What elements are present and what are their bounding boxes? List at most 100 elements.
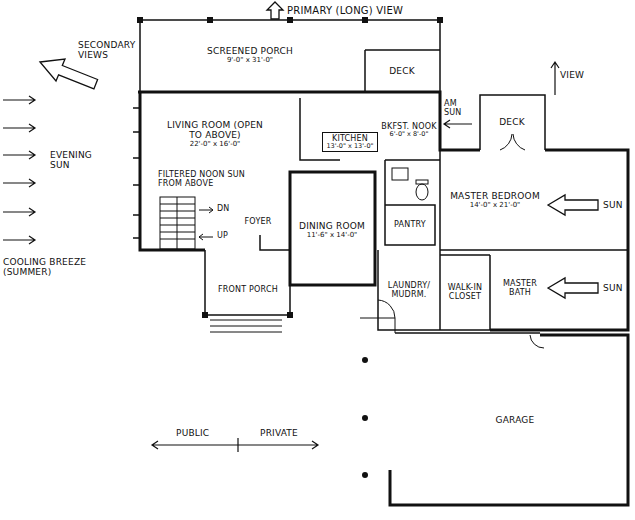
porch-post bbox=[362, 17, 368, 23]
room-label: DECK bbox=[499, 117, 525, 127]
annotation: PRIVATE bbox=[260, 428, 298, 438]
room-label: MASTER BATH bbox=[494, 279, 546, 297]
room-name: LIVING ROOM (OPEN TO ABOVE) bbox=[160, 120, 270, 141]
stair bbox=[160, 197, 213, 249]
sun-arrow bbox=[3, 208, 35, 216]
annotation: DN bbox=[217, 204, 230, 213]
annotation: SUN bbox=[603, 200, 623, 210]
stair bbox=[160, 197, 195, 249]
room-label: SCREENED PORCH9'-0" x 31'-0" bbox=[207, 46, 293, 64]
room-name: SCREENED PORCH bbox=[207, 46, 293, 56]
room-name: KITCHEN bbox=[326, 134, 373, 143]
annotation: PUBLIC bbox=[176, 428, 209, 438]
door-swing bbox=[530, 335, 544, 348]
sun-arrow bbox=[3, 96, 35, 104]
room-name: FRONT PORCH bbox=[218, 285, 278, 294]
annotation: AM SUN bbox=[444, 99, 470, 117]
room-label: LAUNDRY/ MUDRM. bbox=[380, 281, 438, 299]
room-name: BKFST. NOOK bbox=[381, 122, 436, 131]
annotation: EVENING SUN bbox=[50, 150, 102, 171]
sun-arrow bbox=[3, 124, 35, 132]
room-label: MASTER BEDROOM14'-0" x 21'-0" bbox=[450, 191, 540, 209]
view-arrow bbox=[548, 278, 598, 298]
view-arrow bbox=[548, 195, 598, 215]
room-dimension: 6'-0" x 8'-0" bbox=[381, 131, 436, 138]
annotation: UP bbox=[217, 231, 228, 240]
room-name: LAUNDRY/ MUDRM. bbox=[380, 281, 438, 299]
sun-arrow bbox=[551, 62, 559, 95]
annotation: PRIMARY (LONG) VIEW bbox=[287, 5, 403, 17]
front-steps bbox=[210, 320, 282, 332]
room-dimension: 14'-0" x 21'-0" bbox=[450, 201, 540, 209]
interior-wall bbox=[385, 160, 440, 245]
room-name: PANTRY bbox=[394, 220, 426, 229]
sun-arrow bbox=[3, 179, 35, 187]
room-label: GARAGE bbox=[496, 415, 535, 425]
room-name: WALK-IN CLOSET bbox=[442, 283, 488, 301]
room-name: DINING ROOM bbox=[299, 221, 365, 231]
exterior-wall bbox=[390, 335, 628, 505]
interior-wall bbox=[395, 332, 540, 334]
room-label: FOYER bbox=[245, 217, 272, 226]
interior-wall bbox=[440, 150, 628, 330]
sun-arrow bbox=[3, 62, 559, 452]
sun-arrow bbox=[444, 120, 472, 128]
room-dimension: 22'-0" x 16'-0" bbox=[160, 140, 270, 148]
room-label: LIVING ROOM (OPEN TO ABOVE)22'-0" x 16'-… bbox=[160, 120, 270, 149]
stair bbox=[160, 197, 195, 249]
exterior-wall bbox=[138, 92, 628, 330]
view-arrow bbox=[40, 59, 98, 89]
room-name: GARAGE bbox=[496, 415, 535, 425]
porch-post bbox=[437, 17, 443, 23]
room-name: MASTER BATH bbox=[494, 279, 546, 297]
room-label: DINING ROOM11'-6" x 14'-0" bbox=[299, 221, 365, 239]
room-name: MASTER BEDROOM bbox=[450, 191, 540, 201]
exterior-wall bbox=[138, 92, 628, 505]
exterior-wall bbox=[290, 172, 375, 285]
room-name: DECK bbox=[389, 66, 415, 76]
interior-wall bbox=[205, 95, 628, 333]
porch-wall bbox=[140, 20, 440, 92]
porch-post bbox=[362, 415, 368, 421]
room-dimension: 13'-0" x 13'-0" bbox=[326, 143, 373, 150]
view-arrow bbox=[267, 2, 283, 19]
room-label: PANTRY bbox=[394, 220, 426, 229]
plumbing-fixture bbox=[416, 180, 428, 184]
room-label: KITCHEN13'-0" x 13'-0" bbox=[322, 132, 377, 153]
plumbing-fixture bbox=[416, 184, 428, 200]
sun-arrow bbox=[3, 236, 35, 244]
room-dimension: 11'-6" x 14'-0" bbox=[299, 231, 365, 239]
plumbing-fixture bbox=[392, 168, 408, 180]
porch-post bbox=[137, 17, 443, 478]
room-name: DECK bbox=[499, 117, 525, 127]
porch-post bbox=[362, 472, 368, 478]
room-label: DECK bbox=[389, 66, 415, 76]
room-name: FOYER bbox=[245, 217, 272, 226]
door-swing bbox=[378, 300, 395, 318]
porch-post bbox=[287, 17, 293, 23]
window-mark bbox=[133, 108, 140, 238]
stair bbox=[199, 207, 213, 240]
room-label: BKFST. NOOK6'-0" x 8'-0" bbox=[381, 122, 436, 139]
annotation: SECONDARY VIEWS bbox=[78, 40, 140, 61]
door-swing bbox=[500, 134, 525, 150]
sun-arrow bbox=[3, 151, 35, 159]
interior-wall bbox=[480, 95, 545, 150]
sun-arrow bbox=[152, 438, 318, 452]
annotation: VIEW bbox=[560, 70, 584, 80]
room-label: FRONT PORCH bbox=[218, 285, 278, 294]
window-mark bbox=[133, 108, 140, 238]
front-steps bbox=[210, 320, 282, 332]
room-label: WALK-IN CLOSET bbox=[442, 283, 488, 301]
annotation: FILTERED NOON SUN FROM ABOVE bbox=[158, 170, 258, 188]
porch-wall bbox=[140, 20, 440, 92]
annotation: COOLING BREEZE (SUMMER) bbox=[3, 257, 98, 278]
porch-wall bbox=[365, 50, 440, 92]
plumbing-fixture bbox=[392, 168, 428, 200]
view-arrow bbox=[40, 2, 598, 298]
door-swing bbox=[360, 134, 544, 348]
interior-wall bbox=[205, 235, 290, 315]
porch-post bbox=[362, 357, 368, 363]
